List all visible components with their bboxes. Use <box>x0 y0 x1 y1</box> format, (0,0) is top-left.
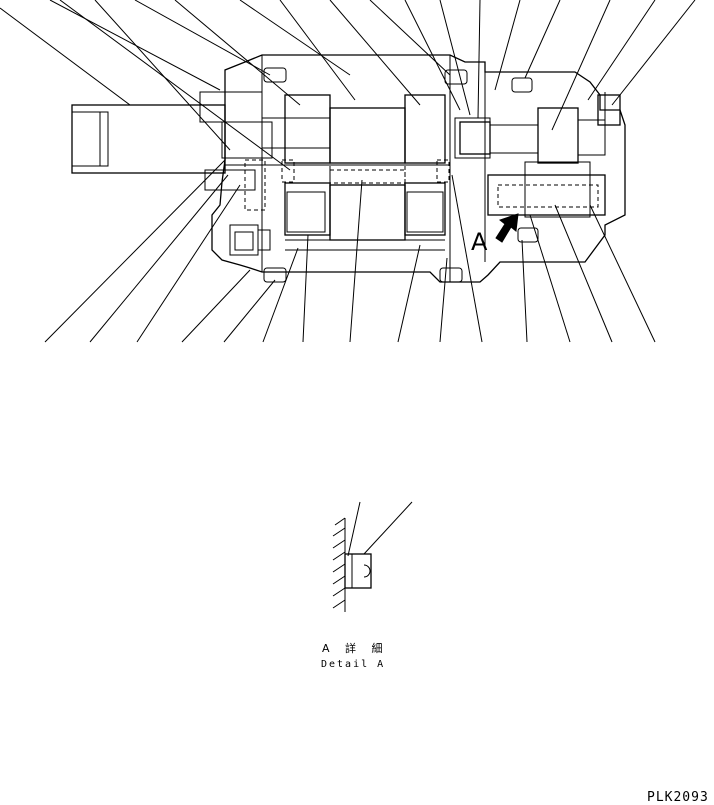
bolts <box>204 67 539 283</box>
detail-a-view <box>332 501 413 612</box>
output-shaft <box>454 92 621 164</box>
leader-lines-top <box>0 0 696 171</box>
valve-spool <box>487 161 606 218</box>
leader-lines-bottom <box>44 159 656 343</box>
input-shaft <box>71 91 330 174</box>
drawing-code: PLK2093 <box>647 790 709 805</box>
detail-title-japanese: A 詳 細 <box>322 642 389 655</box>
gears <box>284 94 446 251</box>
drain-plug <box>229 224 271 256</box>
detail-marker-label: A <box>471 228 488 256</box>
arrow-icon <box>495 213 519 243</box>
housing <box>211 54 626 283</box>
detail-title-english: Detail A <box>321 659 386 670</box>
